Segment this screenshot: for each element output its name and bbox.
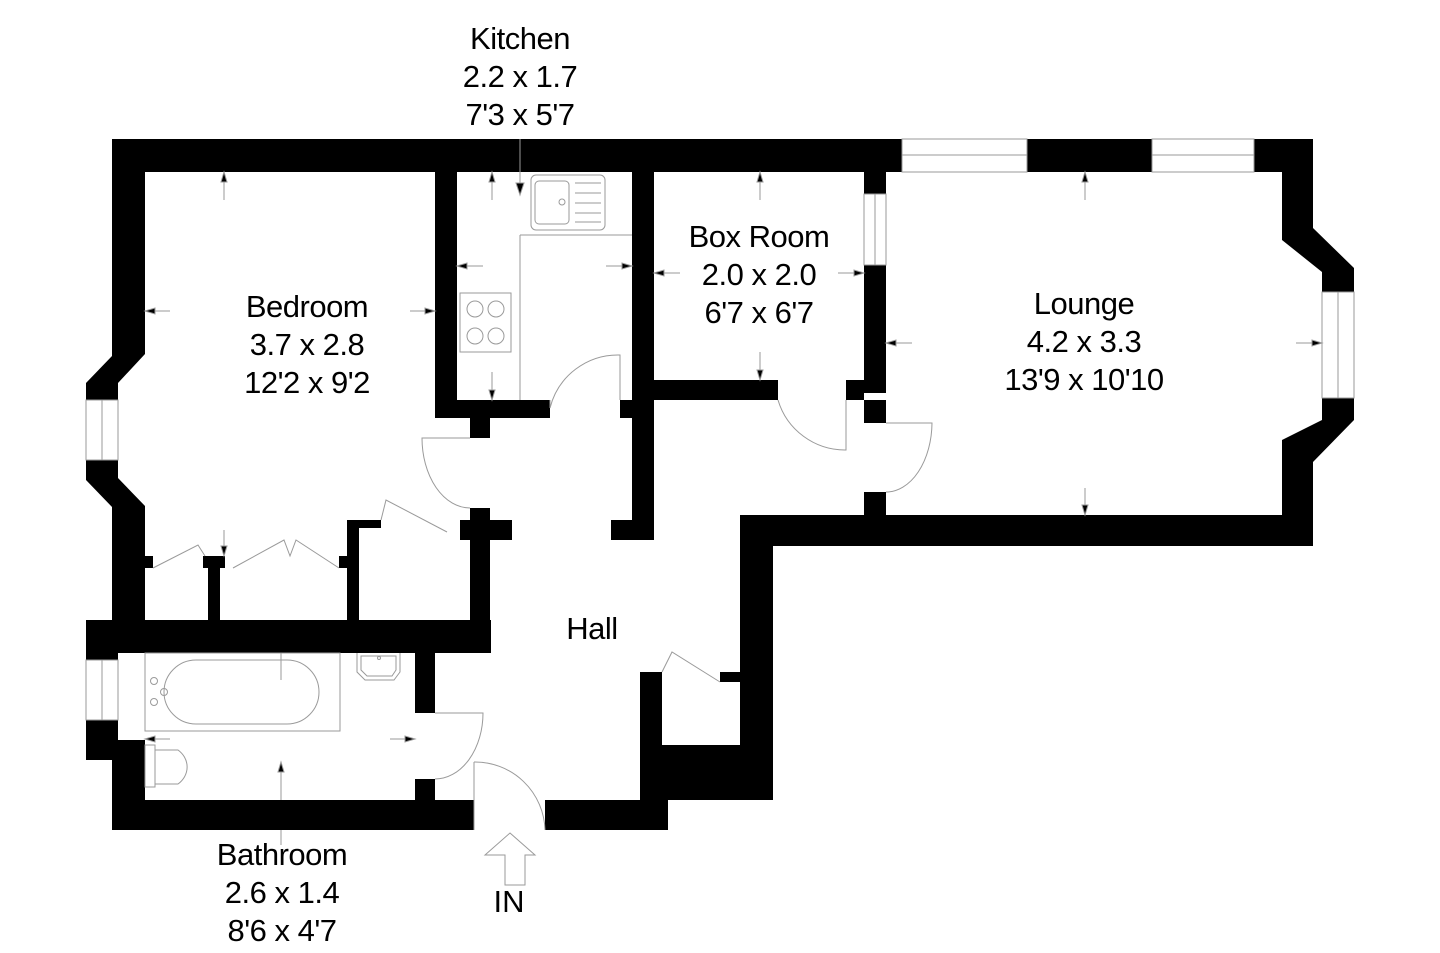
room-metric: 2.0 x 2.0	[701, 257, 817, 292]
room-name: Bedroom	[245, 289, 369, 324]
room-label-bedroom: Bedroom 3.7 x 2.8 12'2 x 9'2	[244, 288, 370, 402]
toilet-icon	[144, 744, 188, 788]
room-label-bathroom: Bathroom 2.6 x 1.4 8'6 x 4'7	[216, 836, 348, 950]
entrance-arrow-icon	[483, 832, 537, 886]
room-name: Bathroom	[216, 837, 348, 872]
sink-icon	[530, 174, 606, 231]
room-label-hall: Hall	[566, 610, 618, 648]
room-label-box-room: Box Room 2.0 x 2.0 6'7 x 6'7	[689, 218, 830, 332]
room-imperial: 12'2 x 9'2	[244, 365, 370, 400]
room-imperial: 7'3 x 5'7	[465, 97, 575, 132]
room-label-kitchen: Kitchen 2.2 x 1.7 7'3 x 5'7	[462, 20, 578, 134]
walls	[86, 139, 1354, 830]
room-name: Kitchen	[470, 21, 570, 56]
room-metric: 2.6 x 1.4	[224, 875, 340, 910]
dimension-markers	[143, 139, 1324, 845]
room-imperial: 6'7 x 6'7	[704, 295, 814, 330]
fixtures	[144, 174, 632, 886]
room-imperial: 8'6 x 4'7	[227, 913, 337, 948]
room-metric: 2.2 x 1.7	[462, 59, 578, 94]
bath-icon	[144, 652, 341, 732]
hob-icon	[459, 292, 512, 353]
room-metric: 3.7 x 2.8	[249, 327, 365, 362]
room-imperial: 13'9 x 10'10	[1004, 362, 1164, 397]
entrance-label: IN	[493, 884, 525, 919]
room-name: Hall	[566, 611, 618, 646]
windows	[85, 138, 1355, 721]
room-metric: 4.2 x 3.3	[1026, 324, 1142, 359]
room-label-lounge: Lounge 4.2 x 3.3 13'9 x 10'10	[1004, 285, 1164, 399]
room-name: Lounge	[1033, 286, 1135, 321]
basin-icon	[356, 653, 401, 681]
room-name: Box Room	[688, 219, 830, 254]
doors	[152, 354, 933, 831]
